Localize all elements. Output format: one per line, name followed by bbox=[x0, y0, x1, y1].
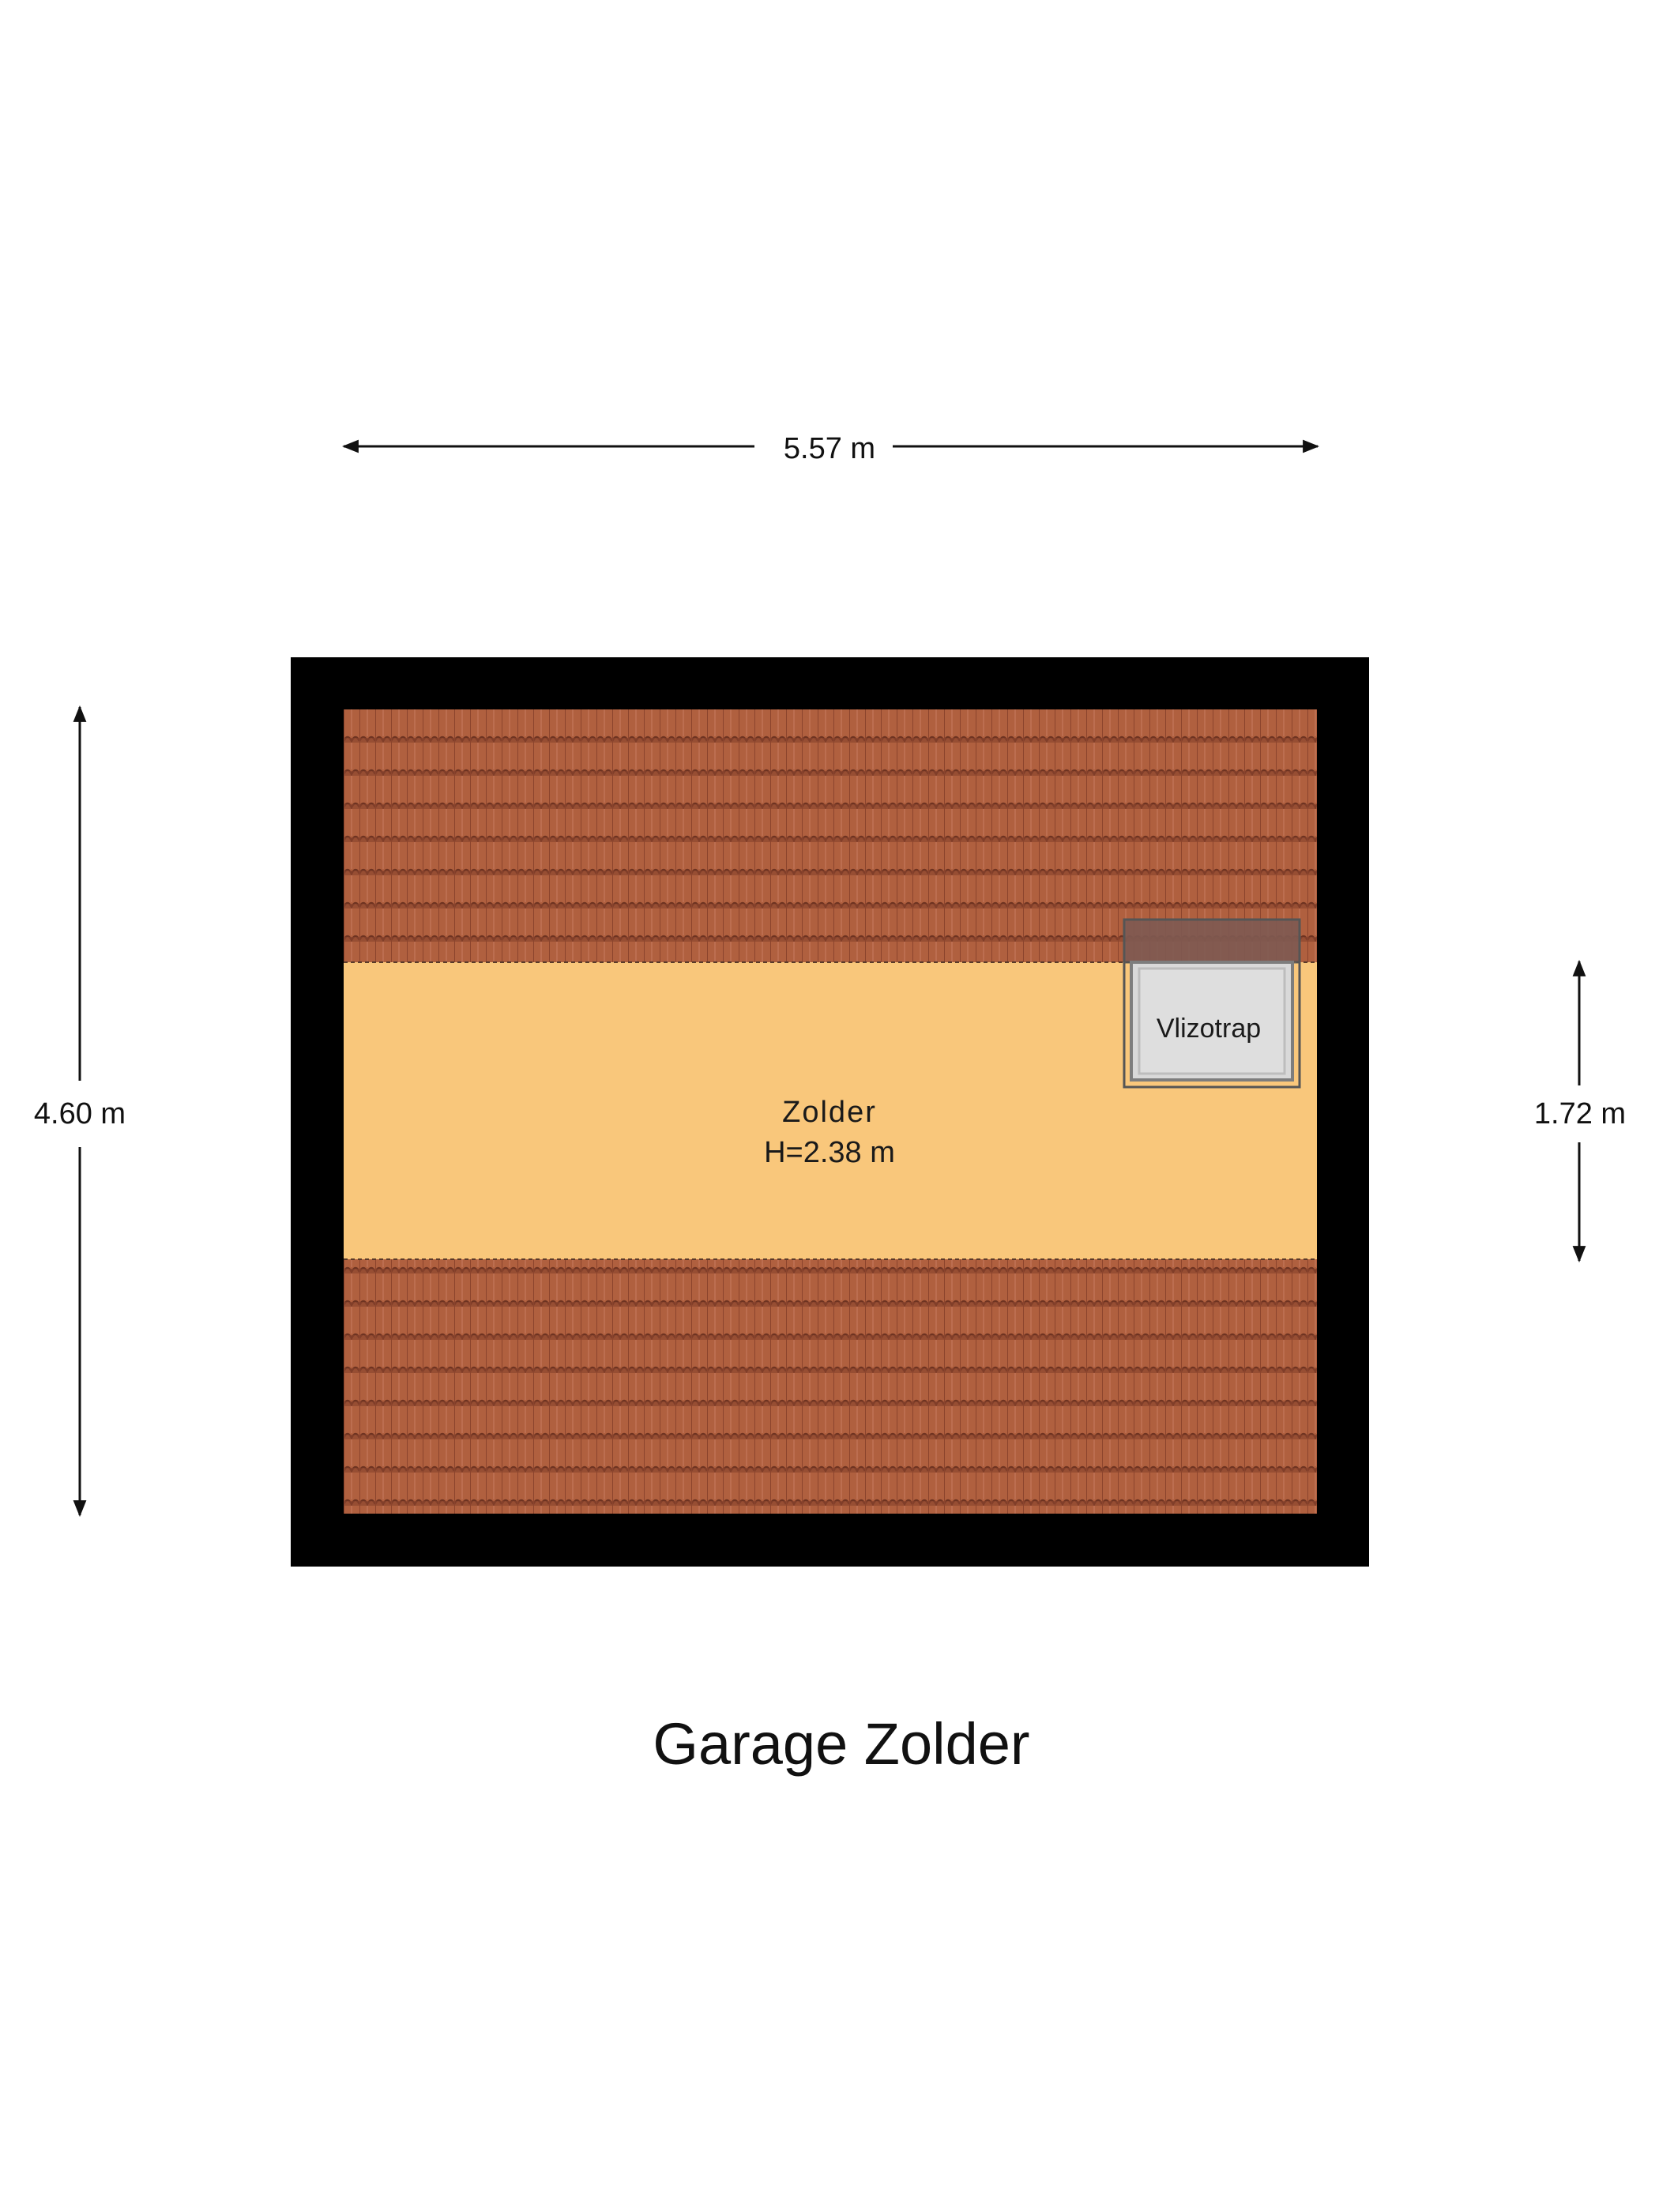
vlizotrap-hatch-overlap bbox=[1123, 918, 1301, 964]
dimension-label-free-height-zone: 1.72 m bbox=[1534, 1097, 1626, 1130]
dimension-depth: 4.60 m bbox=[34, 705, 126, 1518]
dimension-width: 5.57 m bbox=[341, 432, 1320, 465]
room-zolder-height: H=2.38 m bbox=[764, 1136, 895, 1169]
dimension-label-width: 5.57 m bbox=[784, 432, 875, 465]
dimension-label-depth: 4.60 m bbox=[34, 1097, 126, 1130]
plan-title: Garage Zolder bbox=[653, 1711, 1029, 1777]
roof-lower bbox=[344, 1259, 1317, 1514]
vlizotrap-label: Vlizotrap bbox=[1157, 1014, 1261, 1044]
dimension-free-height-zone: 1.72 m bbox=[1534, 959, 1626, 1263]
vlizotrap: Vlizotrap bbox=[1123, 918, 1301, 1089]
vlizotrap-frame bbox=[1123, 918, 1301, 1089]
vlizotrap-inner bbox=[1138, 967, 1286, 1075]
room-zolder-name: Zolder bbox=[782, 1096, 877, 1129]
